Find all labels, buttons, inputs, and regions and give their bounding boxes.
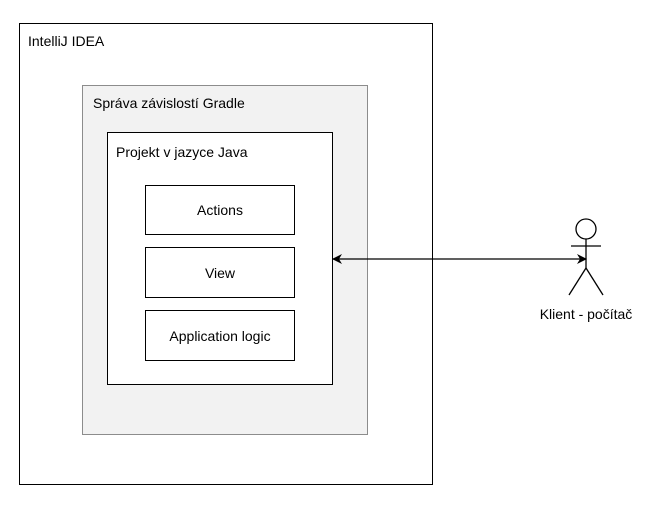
view-component: View — [145, 247, 295, 298]
stick-figure-actor-icon — [568, 218, 604, 296]
java-project-label: Projekt v jazyce Java — [116, 144, 248, 160]
intellij-idea-label: IntelliJ IDEA — [28, 33, 105, 49]
application-logic-component: Application logic — [145, 310, 295, 361]
actor-label: Klient - počítač — [539, 306, 633, 322]
actions-component: Actions — [145, 185, 295, 235]
gradle-dependency-label: Správa závislostí Gradle — [93, 95, 245, 111]
